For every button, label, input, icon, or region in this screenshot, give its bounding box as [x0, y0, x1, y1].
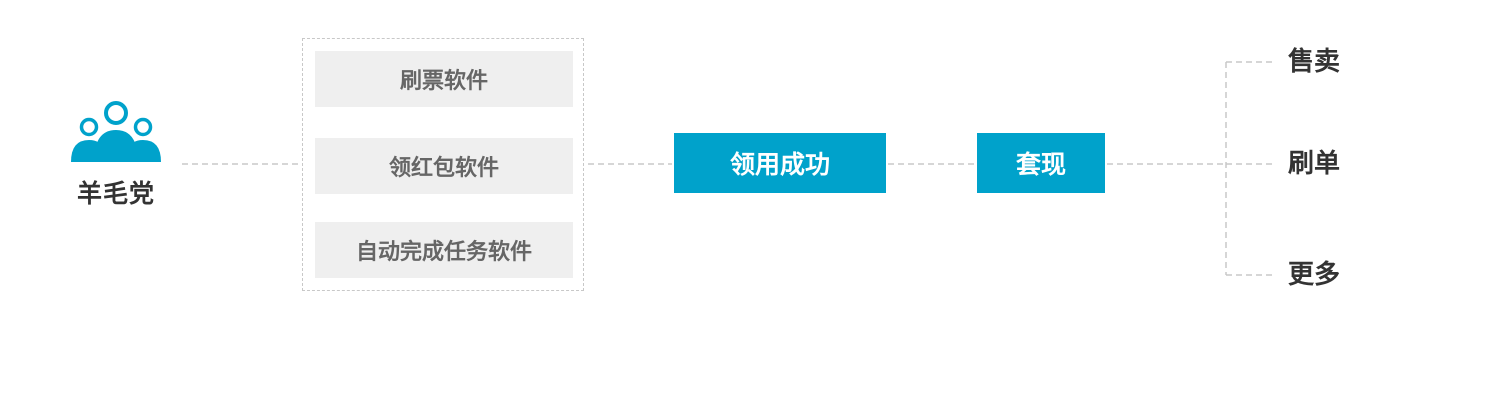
tool-auto-task-software: 自动完成任务软件 [315, 222, 573, 278]
outcome-brush-orders: 刷单 [1288, 149, 1341, 179]
actor-node: 羊毛党 [56, 100, 176, 210]
actor-label: 羊毛党 [76, 179, 155, 208]
user-group-icon [71, 101, 161, 162]
step-cashout: 套现 [977, 133, 1105, 193]
tools-group: 刷票软件 领红包软件 自动完成任务软件 [302, 38, 584, 291]
outcome-more: 更多 [1288, 260, 1341, 290]
outcome-sell: 售卖 [1288, 47, 1341, 77]
tool-red-packet-software: 领红包软件 [315, 138, 573, 194]
tool-vote-software: 刷票软件 [315, 51, 573, 107]
step-claim-success: 领用成功 [674, 133, 886, 193]
